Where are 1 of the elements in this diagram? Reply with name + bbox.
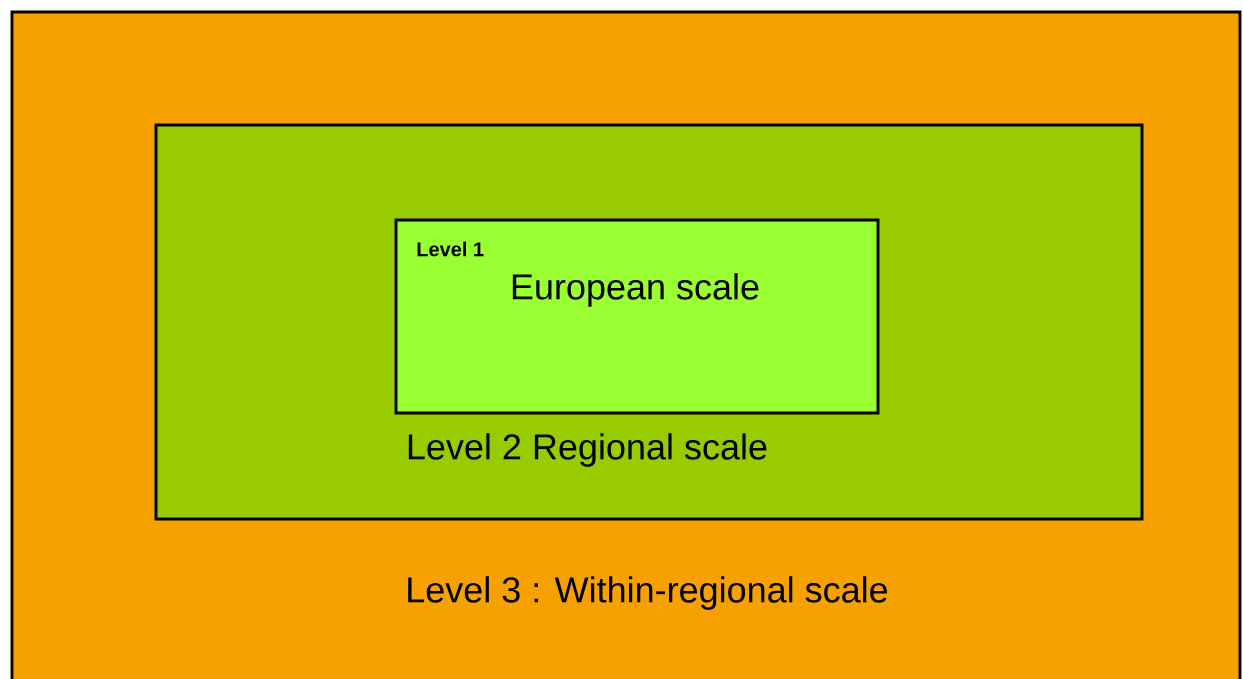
european-box: Level 1 European scale	[394, 218, 880, 415]
